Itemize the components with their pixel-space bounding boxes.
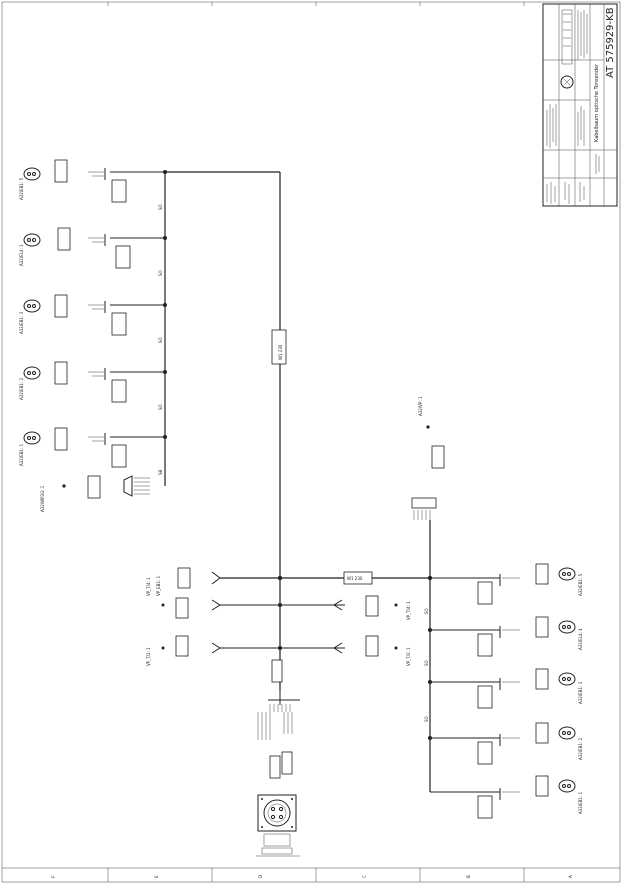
lower-upper-item-label: A32/VP: 1 xyxy=(418,396,423,416)
lower-device-1-label: A32/EB1: 5 xyxy=(578,573,583,596)
lower-device-4-label: A32/EB1: 2 xyxy=(578,737,583,760)
lower-branch-1: A32/EB1: 5 xyxy=(430,563,583,605)
grid-col-a: F xyxy=(51,875,56,878)
svg-text:SO: SO xyxy=(158,204,163,210)
upper-branch-2: SO A32/EL4: 1 xyxy=(19,227,167,276)
left-connector-2-label: VP_T/2: 1 xyxy=(146,647,151,666)
drawing-title: Kabelbaum optische Tonsender xyxy=(594,63,600,142)
bottom-terminal-block xyxy=(257,699,300,779)
right-connector-1-label: VP_T/4: 1 xyxy=(406,601,411,620)
svg-text:SO: SO xyxy=(158,337,163,343)
svg-text:SB: SB xyxy=(158,469,163,475)
lower-branch-4: SO A32/EB1: 2 xyxy=(424,716,583,765)
round-connector xyxy=(256,794,300,857)
upper-branch-1: SO A32/EB1: 5 xyxy=(19,159,167,210)
upper-device-2-label: A32/EL4: 1 xyxy=(19,244,24,266)
grid-col-d: C xyxy=(362,875,367,878)
upper-device-3-label: A32/EB1: 3 xyxy=(19,311,24,334)
svg-text:SO: SO xyxy=(424,716,429,722)
upper-device-5-label: A32/EB1: 1 xyxy=(19,443,24,466)
drawing-number: AT 575929-KB xyxy=(605,7,616,78)
lower-device-3-label: A32/EB1: 3 xyxy=(578,681,583,704)
lower-cable-label: W1 230 xyxy=(347,576,363,581)
grid-col-e: B xyxy=(466,875,471,878)
upper-cable-label: W1 230 xyxy=(278,344,283,360)
grid-col-c: D xyxy=(258,875,263,878)
svg-text:SO: SO xyxy=(424,660,429,666)
upper-branch-3: SO A32/EB1: 3 xyxy=(19,294,167,343)
company-logo xyxy=(560,9,574,89)
lower-device-2-label: A32/EL4: 4 xyxy=(578,628,583,650)
lower-group: VP_T/4: 1 VP_T/2: 1 VP_EB1: 1 VP_T/4: 1 … xyxy=(146,396,583,819)
svg-text:SO: SO xyxy=(158,404,163,410)
grid-col-f: A xyxy=(568,875,573,878)
upper-group: W1 230 SO A32/EB1: 5 SO A32/EL4: 1 xyxy=(19,159,287,578)
lower-branch-3: SO A32/EB1: 3 xyxy=(424,660,583,709)
lower-device-5-label: A32/EB1: 1 xyxy=(578,791,583,814)
upper-branch-4: SO A32/EB1: 2 xyxy=(19,361,167,410)
right-connector-2-label: VP_T/2: 1 xyxy=(406,647,411,666)
left-connector-3-label: VP_EB1: 1 xyxy=(156,575,161,596)
svg-text:SO: SO xyxy=(424,608,429,614)
upper-cable-tag xyxy=(271,329,287,365)
lower-cable-tag xyxy=(343,571,373,585)
upper-lower-item-box xyxy=(87,475,101,499)
upper-branch-5: SB A32/EB1: 1 xyxy=(19,427,167,475)
title-block: Kabelbaum optische Tonsender AT 575929-K… xyxy=(542,3,618,207)
svg-text:SO: SO xyxy=(158,270,163,276)
lower-branch-2: SO A32/EL4: 4 xyxy=(424,608,583,657)
upper-device-1-label: A32/EB1: 5 xyxy=(19,177,24,200)
left-connector-1-label: VP_T/4: 1 xyxy=(146,577,151,596)
lower-branch-5: A32/EB1: 1 xyxy=(430,775,583,819)
upper-lower-item-label: A32/WP3G: 1 xyxy=(40,485,45,512)
grid-col-b: E xyxy=(154,875,159,878)
upper-device-4-label: A32/EB1: 2 xyxy=(19,377,24,400)
